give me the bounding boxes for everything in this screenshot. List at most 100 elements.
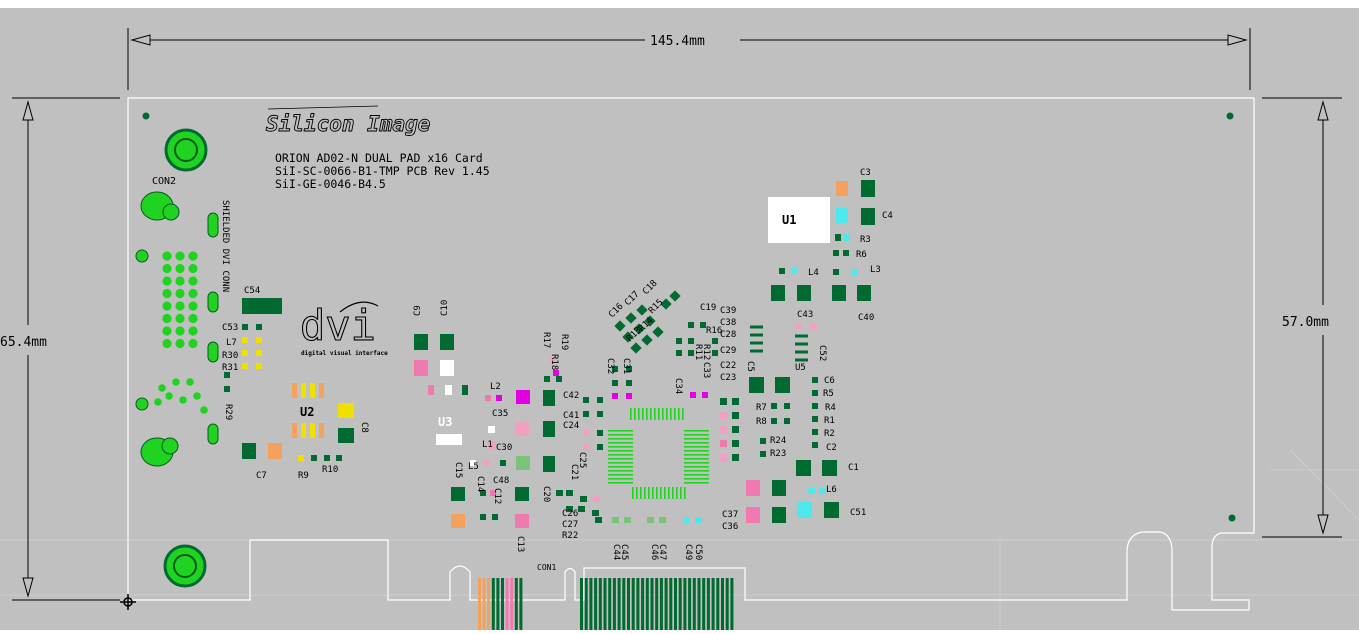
finger (645, 578, 649, 630)
smd-pad (556, 490, 563, 496)
smd-pad (515, 487, 529, 501)
dvi-pin (154, 398, 162, 406)
refdes-label: C21 (569, 464, 579, 480)
u2-label: U2 (300, 405, 314, 419)
smd-pad (836, 208, 848, 223)
smd-pad (795, 324, 802, 329)
smd-pad (492, 514, 498, 520)
smd-pad (812, 403, 818, 409)
dvi-pin (188, 288, 198, 299)
smd-pad (462, 385, 468, 395)
refdes-label: R16 (706, 326, 722, 336)
smd-pad (597, 430, 603, 436)
refdes-label: C30 (496, 443, 512, 453)
main-ic-footprint (608, 408, 709, 499)
smd-pad (857, 285, 871, 301)
smd-pad (597, 397, 603, 403)
smd-pad (760, 438, 766, 444)
smd-pad (597, 411, 603, 417)
qfp-pin (684, 466, 709, 468)
smd-pad (242, 337, 248, 343)
refdes-label: C26 (562, 509, 578, 519)
smd-pad (566, 506, 573, 512)
smd-pad (516, 456, 530, 470)
svg-text:dvi: dvi (300, 301, 376, 350)
u3-label: U3 (438, 415, 452, 429)
qfp-pin (662, 408, 664, 420)
refdes-label: C1 (848, 463, 859, 473)
refdes-label: C7 (256, 471, 267, 481)
dvi-pin (188, 251, 198, 261)
smd-pad (496, 395, 502, 401)
qfp-pin (608, 430, 633, 432)
qfp-pin (684, 446, 709, 448)
smd-pad (256, 324, 262, 330)
smd-pad (612, 380, 618, 386)
smd-pad (833, 269, 839, 275)
qfp-pin (632, 487, 634, 499)
finger (501, 578, 504, 630)
smd-pad (484, 460, 490, 466)
refdes-label: R11 (693, 344, 703, 360)
qfp-pin (684, 438, 709, 440)
finger (584, 578, 588, 630)
dimension-width (127, 28, 1251, 90)
smd-pad (224, 386, 230, 392)
smd-pad (720, 412, 727, 419)
refdes-label: L1 (482, 440, 493, 450)
dvi-pin (188, 276, 198, 286)
dvi-pin (186, 378, 194, 386)
refdes-label: C49 (683, 544, 693, 560)
dvi-pin (175, 288, 185, 299)
smd-pad (543, 421, 555, 437)
finger (678, 578, 682, 630)
dvi-pin (175, 251, 185, 261)
finger (641, 578, 645, 630)
qfp-pin (642, 408, 644, 420)
smd-pad (242, 324, 248, 330)
top-margin (0, 0, 1359, 8)
qfp-pin (664, 487, 666, 499)
refdes-label: C13 (515, 536, 525, 552)
smd-pad (690, 392, 696, 398)
dvi-pin (162, 313, 172, 324)
qfp-pin (684, 454, 709, 456)
refdes-label: L4 (808, 268, 819, 278)
smd-pad (688, 350, 694, 356)
refdes-label: C35 (492, 409, 508, 419)
refdes-label: C6 (824, 376, 835, 386)
smd-pad (485, 395, 491, 401)
refdes-label: R19 (559, 334, 569, 350)
refdes-label: C8 (359, 422, 369, 433)
smd-pad (784, 418, 790, 424)
refdes-label: C37 (722, 510, 738, 520)
smd-pad (515, 514, 529, 528)
smd-pad (543, 456, 555, 472)
smd-pad (791, 268, 797, 274)
smd-pad (630, 342, 642, 354)
refdes-label: C5 (745, 361, 755, 372)
qfp-pin (666, 408, 668, 420)
finger (612, 578, 616, 630)
qfp-pin (608, 434, 633, 436)
dimension-height-right-label: 57.0mm (1282, 315, 1329, 330)
smd-pad (822, 460, 837, 476)
smd-pads (224, 180, 875, 528)
smd-pad (256, 337, 262, 343)
dvi-connector-label: SHIELDED DVI CONN (220, 200, 230, 292)
qfp-pin (684, 458, 709, 460)
smd-pad (553, 370, 559, 376)
smd-pad (824, 502, 839, 518)
smd-pad (784, 403, 790, 409)
refdes-label: C47 (657, 544, 667, 560)
refdes-label: C20 (541, 486, 551, 502)
smd-pad (833, 250, 839, 256)
smd-pad (695, 517, 702, 523)
refdes-label: C10 (440, 300, 450, 316)
finger (692, 578, 696, 630)
refdes-label: R5 (823, 389, 834, 399)
smd-pad (843, 250, 849, 256)
refdes-label: C38 (720, 318, 736, 328)
dvi-pin (188, 326, 198, 336)
